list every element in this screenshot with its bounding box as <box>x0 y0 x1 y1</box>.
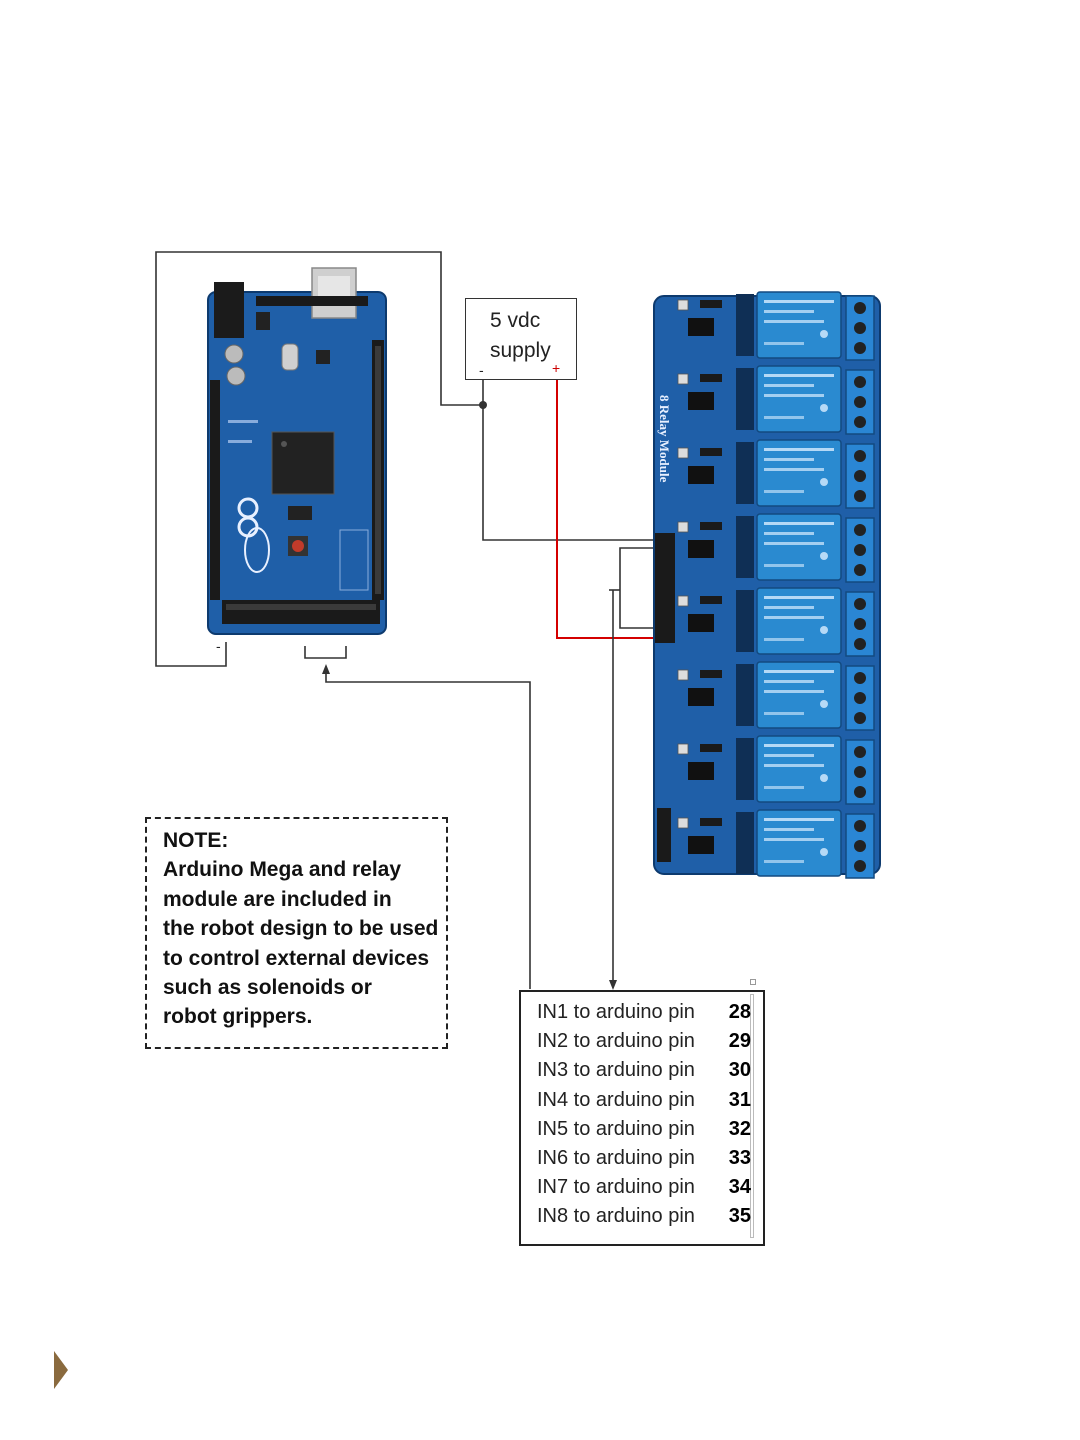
pin-number: 29 <box>728 1030 751 1052</box>
note-box <box>145 817 448 1049</box>
pin-map-row: IN7 to arduino pin 34 <box>537 1173 751 1202</box>
arduino-mega-board <box>207 267 387 635</box>
power-supply-box <box>465 298 577 380</box>
note-text: NOTE: Arduino Mega and relay module are … <box>163 826 448 1032</box>
pin-map-label: IN2 to arduino pin <box>537 1030 695 1052</box>
relay-channel <box>677 735 875 805</box>
note-line: the robot design to be used <box>163 917 439 941</box>
pin-number: 32 <box>728 1118 751 1140</box>
pin-number: 33 <box>728 1147 751 1169</box>
note-line: to control external devices <box>163 946 430 970</box>
pin-map-scroll-edge <box>750 994 754 1238</box>
pin-map-handle <box>750 979 756 985</box>
wires <box>155 251 653 990</box>
pin-map-row: IN8 to arduino pin 35 <box>537 1202 751 1231</box>
pin-map-row: IN5 to arduino pin 32 <box>537 1115 751 1144</box>
relay-channel <box>677 661 875 731</box>
pin-map-label: IN7 to arduino pin <box>537 1176 695 1198</box>
pin-map-row: IN1 to arduino pin 28 <box>537 998 751 1027</box>
relay-channel <box>677 365 875 435</box>
note-heading: NOTE: <box>163 829 229 852</box>
note-line: such as solenoids or <box>163 976 372 1000</box>
pin-map-label: IN4 to arduino pin <box>537 1089 695 1111</box>
relay-channel <box>677 809 875 879</box>
arduino-ground-mark: - <box>216 638 221 654</box>
pin-map-row: IN3 to arduino pin 30 <box>537 1056 751 1085</box>
relay-channel <box>677 513 875 583</box>
pin-map-row: IN2 to arduino pin 29 <box>537 1027 751 1056</box>
page-marker-arrow-icon <box>54 1351 68 1389</box>
pin-map-box <box>519 990 765 1246</box>
note-line: robot grippers. <box>163 1005 313 1029</box>
pin-map-label: IN8 to arduino pin <box>537 1205 695 1227</box>
note-line: module are included in <box>163 887 392 911</box>
relay-channels <box>677 291 875 879</box>
pin-map-row: IN4 to arduino pin 31 <box>537 1086 751 1115</box>
pin-number: 28 <box>728 1001 751 1023</box>
relay-channel <box>677 439 875 509</box>
supply-negative-terminal: - <box>479 362 484 378</box>
pin-number: 34 <box>728 1176 751 1198</box>
pin-map-label: IN6 to arduino pin <box>537 1147 695 1169</box>
supply-positive-terminal: + <box>552 360 561 376</box>
supply-label: 5 vdc supply <box>490 309 551 362</box>
pin-number: 30 <box>728 1059 751 1081</box>
pin-map-label: IN5 to arduino pin <box>537 1118 695 1140</box>
relay-module-silkscreen: 8 Relay Module <box>657 395 672 483</box>
pin-map-label: IN3 to arduino pin <box>537 1059 695 1081</box>
pin-map-label: IN1 to arduino pin <box>537 1001 695 1023</box>
relay-channel <box>677 291 875 361</box>
note-line: Arduino Mega and relay <box>163 858 402 882</box>
pin-number: 31 <box>728 1089 751 1111</box>
pin-number: 35 <box>728 1205 751 1227</box>
pin-map-row: IN6 to arduino pin 33 <box>537 1144 751 1173</box>
relay-channel <box>677 587 875 657</box>
